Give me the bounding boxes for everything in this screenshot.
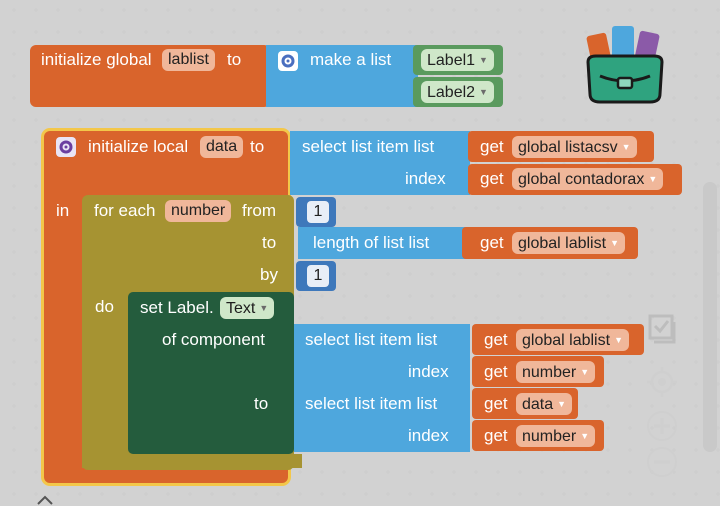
- zoom-in-icon[interactable]: [646, 410, 678, 442]
- of-component-label: of component: [162, 330, 266, 349]
- in-label: in: [56, 201, 70, 220]
- vertical-scrollbar[interactable]: [703, 182, 717, 452]
- do-label: do: [95, 297, 114, 316]
- select-list-item-label: select list item list: [305, 330, 438, 349]
- for-each-bottom-arm: [82, 454, 302, 468]
- label2-dropdown[interactable]: Label2▼: [421, 81, 494, 103]
- mutator-gear-icon[interactable]: [56, 137, 76, 157]
- lablist-dropdown[interactable]: global lablist▼: [512, 232, 625, 254]
- make-a-list-label: make a list: [310, 50, 392, 69]
- initialize-global-block[interactable]: [30, 45, 270, 107]
- local-var-name[interactable]: data: [200, 136, 244, 158]
- listacsv-dropdown[interactable]: global listacsv▼: [512, 136, 637, 158]
- global-to-label: to: [227, 50, 242, 69]
- select-list-item-block[interactable]: [290, 131, 470, 195]
- get-label: get: [480, 137, 504, 156]
- get-label: get: [484, 362, 508, 381]
- select-component-block[interactable]: [294, 324, 470, 388]
- get-label: get: [484, 330, 508, 349]
- value-data-dropdown[interactable]: data▼: [516, 393, 573, 415]
- chevron-up-icon[interactable]: [35, 494, 55, 506]
- select-list-item-label: select list item list: [305, 394, 438, 413]
- property-dropdown[interactable]: Text▼: [220, 297, 275, 319]
- by-label: by: [260, 265, 278, 284]
- dropdown-arrow-icon: ▼: [621, 142, 631, 152]
- for-var-name[interactable]: number: [165, 200, 232, 222]
- select-list-item-label: select list item list: [302, 137, 435, 156]
- select-value-block[interactable]: [294, 388, 470, 452]
- initialize-global-label: initialize global: [41, 50, 152, 69]
- for-each-label: for each: [94, 201, 156, 220]
- get-label: get: [480, 169, 504, 188]
- by-value[interactable]: 1: [307, 265, 329, 287]
- for-to-label: to: [262, 233, 277, 252]
- center-target-icon[interactable]: [646, 366, 678, 398]
- get-label: get: [480, 233, 504, 252]
- set-label-block[interactable]: [128, 292, 294, 454]
- index-label: index: [405, 169, 446, 188]
- comp-lablist-dropdown[interactable]: global lablist▼: [516, 329, 629, 351]
- cleanup-icon[interactable]: [646, 314, 678, 344]
- get-label: get: [484, 394, 508, 413]
- get-label: get: [484, 426, 508, 445]
- index-label: index: [408, 362, 449, 381]
- dropdown-arrow-icon: ▼: [259, 303, 269, 313]
- dropdown-arrow-icon: ▼: [479, 55, 488, 65]
- label1-dropdown[interactable]: Label1▼: [421, 49, 494, 71]
- dropdown-arrow-icon: ▼: [580, 431, 590, 441]
- dropdown-arrow-icon: ▼: [610, 238, 619, 248]
- index-label: index: [408, 426, 449, 445]
- dropdown-arrow-icon: ▼: [648, 174, 658, 184]
- comp-number-dropdown[interactable]: number▼: [516, 361, 596, 383]
- global-var-name[interactable]: lablist: [162, 49, 215, 71]
- dropdown-arrow-icon: ▼: [479, 87, 488, 97]
- from-value[interactable]: 1: [307, 201, 329, 223]
- mutator-gear-icon[interactable]: [278, 51, 298, 71]
- dropdown-arrow-icon: ▼: [580, 367, 590, 377]
- length-of-list-block[interactable]: [298, 227, 466, 259]
- dropdown-arrow-icon: ▼: [614, 335, 623, 345]
- contadorax-dropdown[interactable]: global contadorax▼: [512, 168, 664, 190]
- initialize-local-label: initialize local: [88, 137, 189, 156]
- zoom-out-icon[interactable]: [646, 446, 678, 478]
- dropdown-arrow-icon: ▼: [557, 399, 567, 409]
- set-label-label: set Label.: [140, 298, 214, 317]
- from-label: from: [242, 201, 276, 220]
- value-number-dropdown[interactable]: number▼: [516, 425, 596, 447]
- local-to-label: to: [250, 137, 265, 156]
- backpack-icon[interactable]: [580, 20, 670, 106]
- length-of-list-label: length of list list: [313, 233, 430, 252]
- set-to-label: to: [254, 394, 269, 413]
